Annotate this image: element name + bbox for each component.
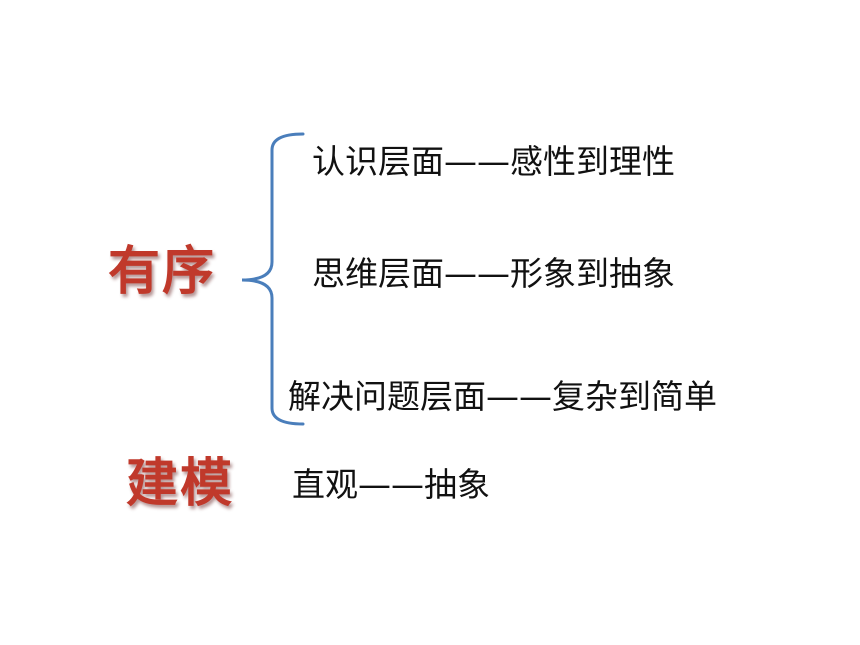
order-item-thinking: 思维层面——形象到抽象: [312, 254, 675, 293]
order-item-problem-solving: 解决问题层面——复杂到简单: [288, 377, 717, 416]
model-item: 直观——抽象: [292, 465, 490, 504]
heading-order: 有序: [108, 242, 217, 302]
order-item-cognition: 认识层面——感性到理性: [312, 142, 675, 181]
heading-model: 建模: [126, 454, 235, 514]
